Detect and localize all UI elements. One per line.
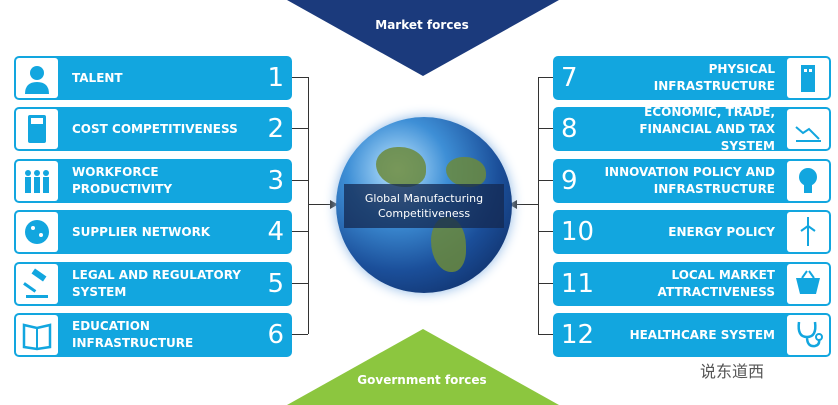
- factor-box-9: INNOVATION POLICY AND INFRASTRUCTURE 9: [553, 158, 831, 203]
- factor-number: 3: [267, 165, 284, 196]
- market-forces-triangle: [287, 0, 559, 76]
- factor-number: 10: [561, 217, 595, 248]
- factor-box-8: ECONOMIC, TRADE, FINANCIAL AND TAX SYSTE…: [553, 104, 831, 153]
- factor-label: LEGAL AND REGULATORY SYSTEM: [72, 267, 241, 299]
- government-forces-label: Government forces: [357, 373, 487, 387]
- connector-stub: [538, 128, 554, 130]
- factor-number: 5: [267, 268, 284, 299]
- factor-box-2: COST COMPETITIVENESS 2: [14, 107, 292, 152]
- factor-box-6: EDUCATION INFRASTRUCTURE 6: [14, 313, 292, 357]
- factor-label: COST COMPETITIVENESS: [72, 121, 238, 136]
- center-label: Global Manufacturing Competitiveness: [344, 184, 504, 228]
- gavel-icon: [16, 263, 58, 304]
- building-icon: [787, 58, 829, 98]
- center-label-line2: Competitiveness: [377, 207, 471, 220]
- factor-label: SUPPLIER NETWORK: [72, 224, 211, 239]
- right-connector: [538, 77, 539, 334]
- factor-number: 7: [561, 63, 578, 93]
- connector-stub: [538, 334, 554, 335]
- book-icon: [16, 315, 58, 355]
- factor-number: 1: [267, 63, 284, 93]
- connector-stub: [292, 77, 308, 78]
- connector-stub: [292, 179, 308, 181]
- connector-stub: [292, 334, 308, 335]
- people-group-icon: [16, 160, 58, 201]
- factor-label: INNOVATION POLICY AND INFRASTRUCTURE: [604, 164, 775, 196]
- connector-stub: [292, 128, 308, 130]
- connector-stub: [538, 179, 554, 181]
- factor-number: 9: [561, 165, 578, 196]
- factor-number: 2: [267, 114, 284, 145]
- calculator-icon: [16, 109, 58, 150]
- factor-box-4: SUPPLIER NETWORK 4: [14, 210, 292, 255]
- factor-label: ECONOMIC, TRADE, FINANCIAL AND TAX SYSTE…: [639, 104, 775, 153]
- wind-turbine-icon: [787, 212, 829, 253]
- factor-label: EDUCATION INFRASTRUCTURE: [72, 319, 194, 350]
- left-connector: [308, 77, 309, 334]
- factor-number: 8: [561, 114, 578, 145]
- connector-stub: [292, 231, 308, 233]
- factor-label: HEALTHCARE SYSTEM: [629, 327, 775, 342]
- right-arrow: [514, 204, 538, 205]
- lightbulb-icon: [787, 160, 829, 201]
- factor-number: 12: [561, 320, 595, 350]
- center-label-line1: Global Manufacturing: [364, 192, 484, 205]
- chart-icon: [787, 109, 829, 150]
- factor-box-3: WORKFORCE PRODUCTIVITY 3: [14, 158, 292, 203]
- factor-box-11: LOCAL MARKET ATTRACTIVENESS 11: [553, 261, 831, 306]
- left-arrowhead-icon: [330, 200, 338, 209]
- connector-stub: [292, 282, 308, 284]
- factor-box-12: HEALTHCARE SYSTEM 12: [553, 313, 831, 357]
- government-forces-triangle: [287, 329, 559, 405]
- connector-stub: [538, 231, 554, 233]
- factor-box-5: LEGAL AND REGULATORY SYSTEM 5: [14, 261, 292, 306]
- factor-box-7: PHYSICAL INFRASTRUCTURE 7: [553, 56, 831, 100]
- factor-label: TALENT: [72, 70, 123, 85]
- factor-box-10: ENERGY POLICY 10: [553, 210, 831, 255]
- person-icon: [16, 58, 58, 98]
- connector-stub: [538, 282, 554, 284]
- connector-stub: [538, 77, 554, 78]
- network-globe-icon: [16, 212, 58, 253]
- factor-box-1: TALENT 1: [14, 56, 292, 100]
- factor-number: 11: [561, 268, 595, 299]
- factor-label: ENERGY POLICY: [668, 224, 775, 239]
- shopping-basket-icon: [787, 263, 829, 304]
- factor-label: WORKFORCE PRODUCTIVITY: [72, 164, 173, 196]
- stethoscope-icon: [787, 315, 829, 355]
- left-arrow: [308, 204, 334, 205]
- watermark: 说东道西: [700, 362, 765, 381]
- market-forces-label: Market forces: [375, 18, 469, 32]
- factor-number: 6: [267, 320, 284, 350]
- factor-label: PHYSICAL INFRASTRUCTURE: [653, 62, 775, 93]
- right-arrowhead-icon: [509, 200, 517, 209]
- factor-label: LOCAL MARKET ATTRACTIVENESS: [657, 267, 775, 299]
- factor-number: 4: [267, 217, 284, 248]
